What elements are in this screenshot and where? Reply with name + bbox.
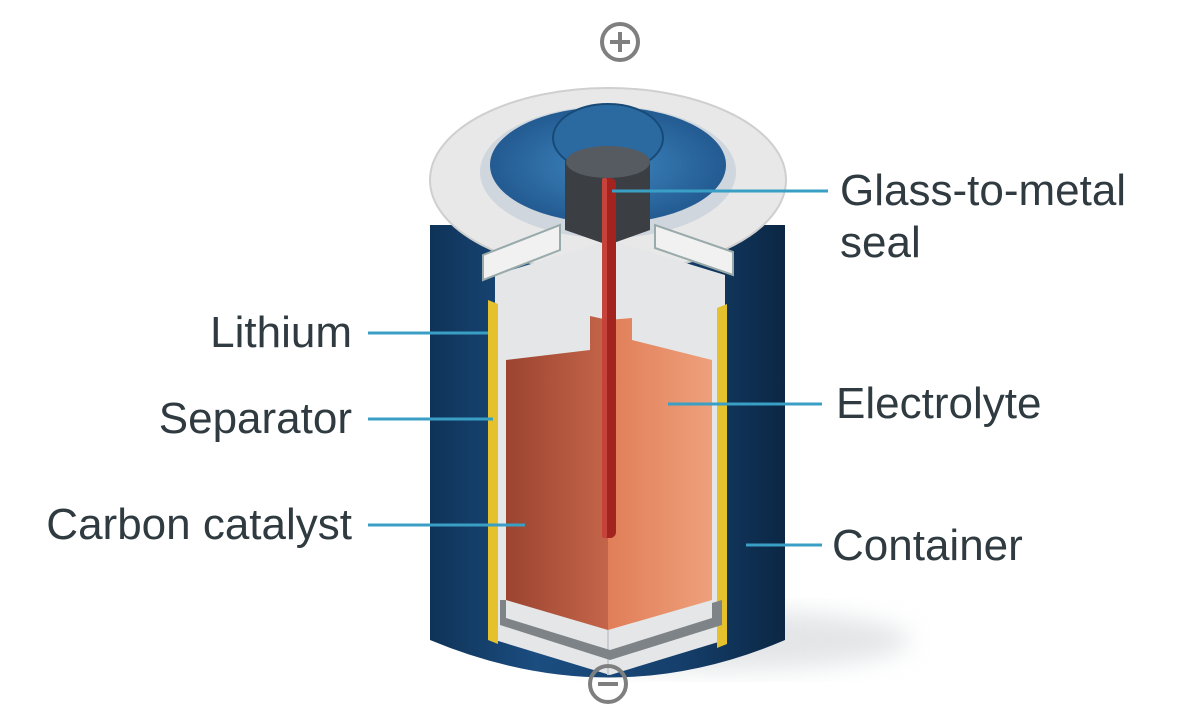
glass-seal-top <box>566 146 650 178</box>
label-electrolyte: Electrolyte <box>836 379 1042 428</box>
negative-terminal-icon <box>588 664 628 704</box>
label-lithium: Lithium <box>210 308 352 357</box>
label-container: Container <box>832 521 1023 570</box>
label-separator: Separator <box>158 394 352 443</box>
separator-left <box>488 300 498 644</box>
positive-terminal-icon <box>600 22 640 62</box>
rod-highlight <box>602 178 607 538</box>
separator-right <box>717 304 727 648</box>
carbon-catalyst-half <box>506 316 608 630</box>
label-glass-to-metal-seal: Glass-to-metal seal <box>840 166 1127 267</box>
electrolyte-half <box>608 318 712 630</box>
seal-left-sleeve <box>482 223 561 282</box>
label-carbon-catalyst: Carbon catalyst <box>46 500 352 549</box>
seal-right-sleeve <box>654 223 734 277</box>
bottom-tray <box>500 600 722 660</box>
